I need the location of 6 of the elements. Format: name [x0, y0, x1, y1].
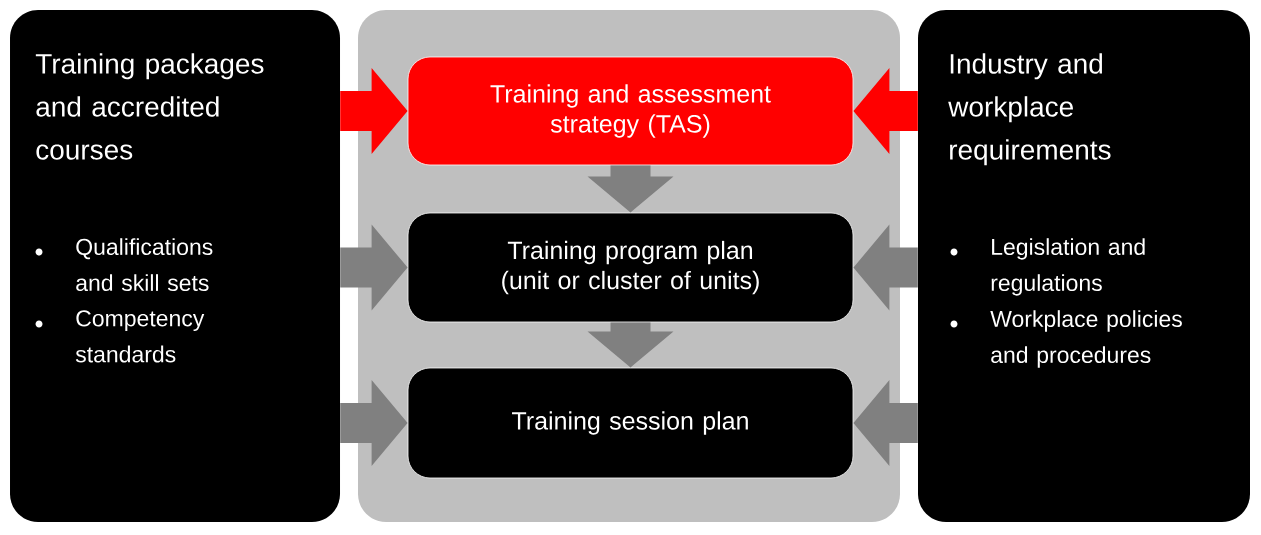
bullet-item: Qualifications and skill sets [76, 238, 213, 292]
bullet-item: Competency standards [75, 310, 205, 363]
process-box: Training session plan [407, 367, 854, 479]
bullet-item: Workplace policies and procedures [990, 310, 1182, 368]
process-box: Training program plan (unit or cluster of units) [407, 212, 854, 323]
bullet-item: Legislation and regulations [991, 238, 1145, 296]
